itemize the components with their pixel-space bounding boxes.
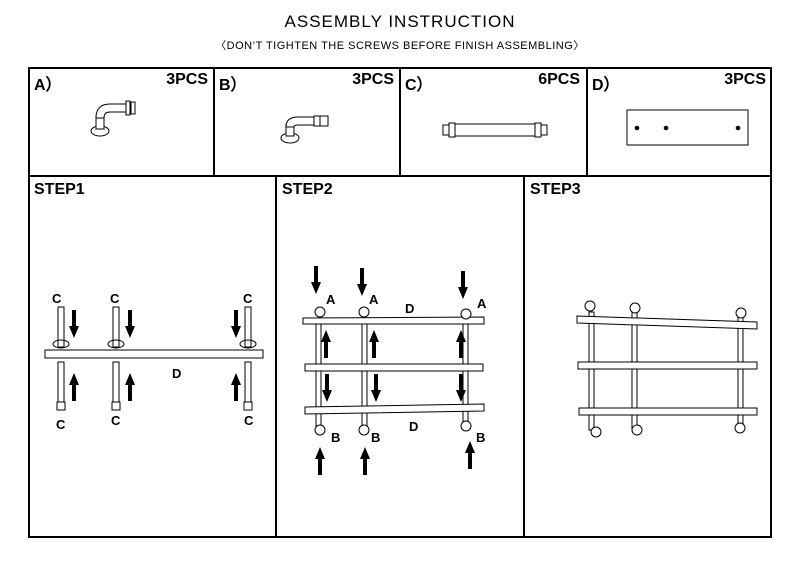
step2-board-middle	[304, 363, 484, 372]
divider-parts-row	[28, 175, 772, 177]
divider-part-c-d	[586, 67, 588, 176]
step1-c-label: C	[52, 291, 62, 306]
step3-board-top	[576, 315, 758, 330]
divider-step-1-2	[275, 175, 277, 538]
step2-d-label: D	[409, 419, 418, 434]
step2-b-label: B	[371, 430, 380, 445]
part-c-qty: 6PCS	[538, 71, 580, 88]
elbow-flange-short-pipe-icon	[280, 115, 329, 144]
step2-b-label: B	[331, 430, 340, 445]
part-b-qty: 3PCS	[352, 71, 394, 88]
step1-board	[44, 349, 264, 359]
wooden-board-icon	[626, 109, 749, 146]
step1-c-label: C	[110, 291, 120, 306]
part-b-label: B）	[219, 77, 247, 94]
step2-a-label: A	[477, 296, 487, 311]
part-d-label: D）	[592, 77, 620, 94]
step2-d-label: D	[405, 301, 414, 316]
page-subtitle: 〈DON’T TIGHTEN THE SCREWS BEFORE FINISH …	[215, 40, 585, 52]
step2-b-label: B	[476, 430, 485, 445]
step3-board-bottom	[578, 407, 758, 416]
step2-board-bottom	[304, 403, 485, 415]
step1-c-label: C	[111, 413, 121, 428]
divider-part-b-c	[399, 67, 401, 176]
step2-a-label: A	[326, 292, 336, 307]
step1-c-label: C	[244, 413, 254, 428]
step3-label: STEP3	[530, 181, 581, 198]
step2-board-top	[302, 316, 485, 325]
step3-diagram	[576, 300, 758, 438]
part-d-qty: 3PCS	[724, 71, 766, 88]
step2-diagram: A A A B B B D D	[302, 266, 487, 475]
page-title: ASSEMBLY INSTRUCTION	[284, 12, 516, 31]
part-a-label: A）	[34, 77, 62, 94]
step1-c-label: C	[243, 291, 253, 306]
divider-part-a-b	[213, 67, 215, 176]
step1-diagram: C C C C C C D	[44, 291, 264, 432]
part-a-qty: 3PCS	[166, 71, 208, 88]
straight-pipe-icon	[442, 122, 548, 138]
part-c-label: C）	[405, 77, 433, 94]
elbow-flange-pipe-icon	[90, 100, 136, 137]
step3-board-middle	[577, 361, 758, 370]
step1-d-label: D	[172, 366, 181, 381]
step2-label: STEP2	[282, 181, 333, 198]
step1-label: STEP1	[34, 181, 85, 198]
step1-c-label: C	[56, 417, 66, 432]
divider-step-2-3	[523, 175, 525, 538]
step2-a-label: A	[369, 292, 379, 307]
